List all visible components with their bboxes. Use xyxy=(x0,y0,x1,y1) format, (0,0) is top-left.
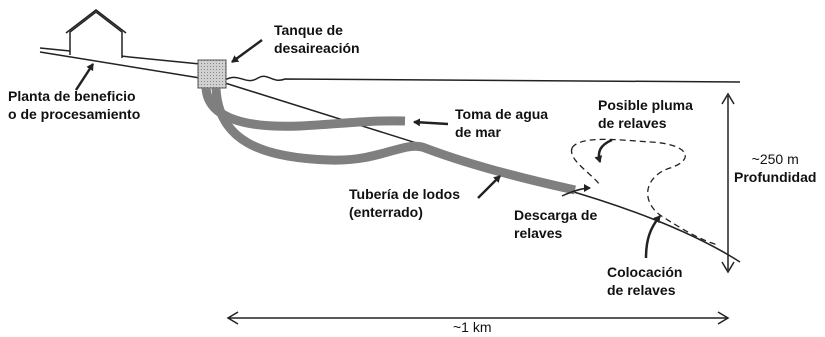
placement-pointer-arrow xyxy=(644,215,661,259)
deaeration-tank xyxy=(197,59,227,89)
seawater-intake-label-line-1: Toma de agua xyxy=(455,106,549,122)
seawater-intake-label: Toma de agua de mar xyxy=(455,105,548,141)
distance-arrow-left-icon xyxy=(226,311,239,325)
plant-label: Planta de beneficio o de procesamiento xyxy=(8,87,140,123)
slurry-pipe xyxy=(211,87,576,195)
deaeration-tank-label-line-1: Tanque de xyxy=(274,22,343,38)
plume-label-line-1: Posible pluma xyxy=(598,97,693,113)
seawater-intake-pipe xyxy=(201,87,406,131)
distance-arrow-right-icon xyxy=(717,311,730,325)
depth-label: ~250 m Profundidad xyxy=(734,150,816,186)
pipe-pointer-arrow xyxy=(477,175,501,199)
plant-pointer-arrow xyxy=(74,63,95,91)
plume-pointer-arrow xyxy=(594,138,613,163)
discharge-label-line-2: relaves xyxy=(514,225,563,241)
land-surface-line-lower xyxy=(39,51,201,79)
processing-plant-building xyxy=(65,9,127,58)
tailings-plume-inner xyxy=(570,147,601,186)
discharge-pointer-arrow xyxy=(561,184,591,197)
tank-pointer-arrow xyxy=(231,38,263,64)
discharge-label: Descarga de relaves xyxy=(514,206,597,242)
seawater-intake-label-line-2: de mar xyxy=(455,124,501,140)
depth-caption: Profundidad xyxy=(734,169,817,185)
slurry-pipe-label: Tubería de lodos (enterrado) xyxy=(349,185,460,221)
slurry-pipe-label-line-2: (enterrado) xyxy=(349,204,423,220)
depth-arrow-bottom-icon xyxy=(721,261,735,274)
deaeration-tank-label-line-2: desaireación xyxy=(274,40,360,56)
placement-label-line-1: Colocación xyxy=(607,264,683,280)
distance-label: ~1 km xyxy=(453,319,492,335)
placement-label: Colocación de relaves xyxy=(607,263,682,299)
deaeration-tank-label: Tanque de desaireación xyxy=(274,21,360,57)
depth-arrow-top-icon xyxy=(721,92,735,105)
slurry-pipe-label-line-1: Tubería de lodos xyxy=(349,186,460,202)
plume-label: Posible pluma de relaves xyxy=(598,96,693,132)
plant-label-line-2: o de procesamiento xyxy=(8,106,141,122)
tailings-plume-outline xyxy=(571,138,719,246)
discharge-label-line-1: Descarga de xyxy=(514,207,598,223)
placement-label-line-2: de relaves xyxy=(607,282,676,298)
plume-label-line-2: de relaves xyxy=(598,115,667,131)
depth-value: ~250 m xyxy=(751,151,799,167)
plant-label-line-1: Planta de beneficio xyxy=(8,88,136,104)
intake-pointer-arrow xyxy=(413,118,449,127)
sea-surface-line xyxy=(224,75,741,83)
